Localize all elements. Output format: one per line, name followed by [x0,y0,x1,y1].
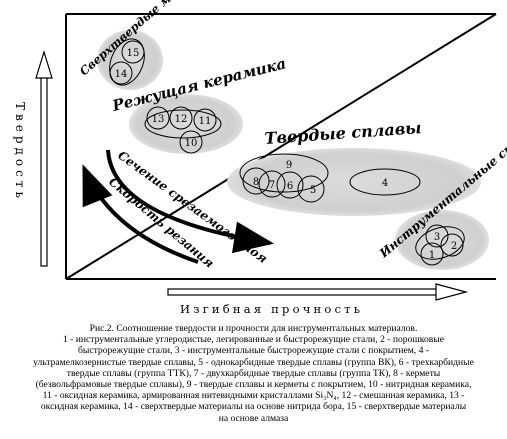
y-axis-label: Твердость [13,102,27,202]
marker-5-label: 5 [310,185,316,196]
superhard-outline [109,38,145,86]
figure-caption: Рис.2. Соотношение твердости и прочности… [6,323,501,424]
marker-2 [440,233,464,257]
marker-12 [169,106,193,130]
marker-14 [109,61,133,85]
superhard-blob [97,30,163,90]
x-axis-label: Изгибная прочность [180,302,363,316]
caption-line: ультрамелкозернистые твердые сплавы, 5 -… [33,356,474,368]
x-axis-arrow [167,283,469,301]
marker-3 [425,224,449,248]
marker-12-label: 12 [175,114,188,125]
marker-8 [242,167,270,195]
marker-8-label: 8 [253,177,259,188]
marker-11 [193,108,217,132]
marker-6-label: 6 [287,181,293,192]
marker-3-label: 3 [434,232,440,243]
ceramics-outline [144,109,222,139]
marker-10-label: 10 [185,138,198,149]
marker-7 [258,170,286,198]
y-axis-arrow [35,49,53,267]
marker-1-label: 1 [429,250,435,261]
marker-9-outline [239,153,329,193]
marker-15-label: 15 [127,48,140,59]
marker-13 [146,106,170,130]
marker-9-label: 9 [286,160,292,171]
cutting-speed-arrow [82,164,199,264]
marker-2-label: 2 [451,241,457,252]
caption-line: оксидная керамика, 14 - сверхтвердые мат… [40,401,467,413]
caption-line: твердые сплавы (группа ТТК), 7 - двухкар… [66,367,441,379]
marker-13-label: 13 [152,114,165,125]
caption-line: на основе алмаза [218,412,289,424]
marker-10 [179,130,203,154]
caption-line: 1 - инструментальные углеродистые, легир… [62,334,444,346]
tool-steels-outline [415,226,465,260]
caption-title: Рис.2. Соотношение твердости и прочности… [89,323,418,334]
marker-11-label: 11 [199,116,212,127]
caption-line: 11 - оксидная керамика, армированная нит… [42,390,465,402]
group-label-hard-alloys: Твердые сплавы [264,118,422,148]
marker-15 [121,40,145,64]
ceramics-blob [129,94,243,154]
hard-alloys-blob [227,148,481,216]
marker-6 [276,171,304,199]
marker-7-label: 7 [269,180,275,191]
caption-line: (безвольфрамовые твердые сплавы), 9 - тв… [35,379,472,391]
caption-line: быстрорежущие стали, 3 - инструментальны… [78,345,429,357]
marker-4-outline [349,168,421,196]
marker-1 [420,242,444,266]
marker-5 [297,175,325,203]
marker-14-label: 14 [115,69,128,80]
marker-4-label: 4 [382,178,388,189]
diagram: Твердость Изгибная прочность 15 14 Сверх… [13,0,507,316]
